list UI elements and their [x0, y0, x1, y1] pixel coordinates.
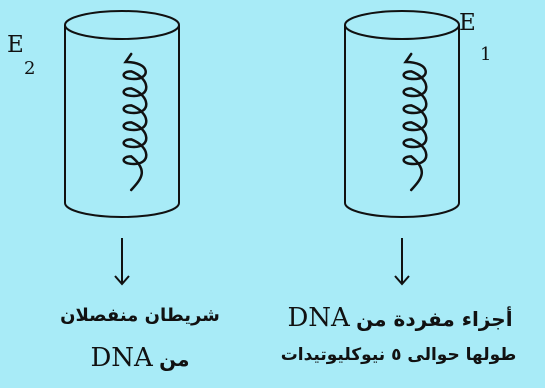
left-enzyme-subscript: 2 — [24, 58, 35, 79]
right-tube-body — [344, 25, 460, 218]
left-result-line2: من DNA — [30, 343, 250, 373]
right-result-line1: أجزاء مفردة من DNA — [270, 303, 530, 333]
right-result-line1-dna: DNA — [287, 303, 350, 333]
left-tube-body — [64, 25, 180, 218]
left-result-line1: شريطان منفصلان — [60, 305, 220, 326]
right-arrow — [394, 238, 410, 286]
left-tube-top — [64, 10, 180, 40]
right-tube-top — [344, 10, 460, 40]
left-dna-coil — [122, 52, 148, 192]
left-result-line2-arabic: من — [159, 347, 190, 371]
left-arrow — [114, 238, 130, 286]
right-tube — [344, 10, 460, 218]
right-result-line1-arabic: أجزاء مفردة من — [356, 307, 513, 331]
left-tube — [64, 10, 180, 218]
left-enzyme-label: E — [7, 32, 24, 58]
left-result-line2-dna: DNA — [90, 343, 153, 373]
right-enzyme-label: E — [459, 10, 476, 36]
right-result-line2: طولها حوالى ٥ نيوكليوتيدات — [280, 345, 517, 365]
right-enzyme-subscript: 1 — [480, 44, 491, 65]
right-dna-coil — [402, 52, 428, 192]
